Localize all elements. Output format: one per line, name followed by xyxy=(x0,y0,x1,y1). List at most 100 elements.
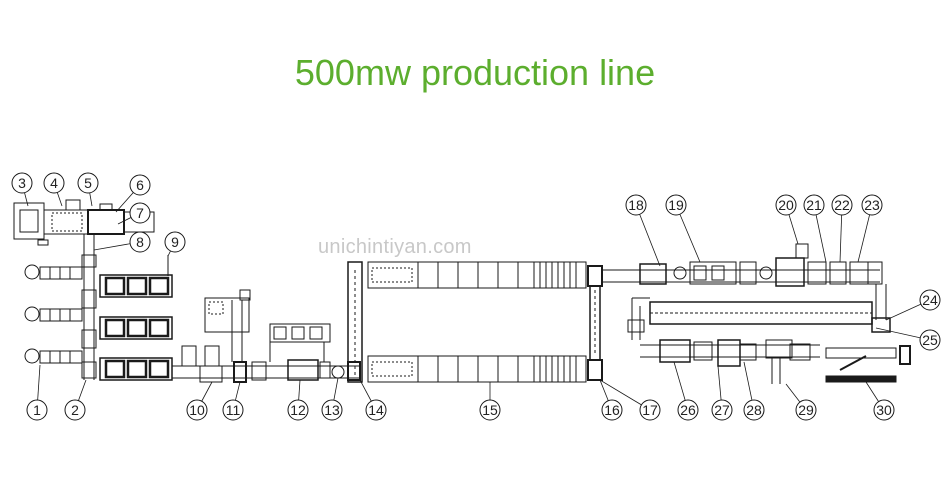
callout-circle xyxy=(601,399,623,421)
callout-11: 11 xyxy=(222,381,244,421)
callout-number: 28 xyxy=(746,402,762,418)
callout-20: 20 xyxy=(775,194,799,245)
callout-circle xyxy=(129,174,151,196)
callout-number: 2 xyxy=(71,402,79,418)
callout-circle xyxy=(129,231,151,253)
callout-number: 21 xyxy=(806,197,822,213)
callout-number: 16 xyxy=(604,402,620,418)
callout-29: 29 xyxy=(785,383,817,421)
callout-circle xyxy=(803,194,825,216)
callout-circle xyxy=(677,399,699,421)
upper-right-line xyxy=(602,243,891,333)
callout-number: 12 xyxy=(290,402,306,418)
callout-3: 3 xyxy=(11,172,33,207)
callout-circle xyxy=(77,172,99,194)
callout-circle xyxy=(873,399,895,421)
callout-number: 23 xyxy=(864,197,880,213)
callout-12: 12 xyxy=(287,379,309,421)
callout-number: 13 xyxy=(324,402,340,418)
callout-circle xyxy=(287,399,309,421)
vertical-transfer-left xyxy=(81,234,97,380)
loading-bays-1 xyxy=(24,264,83,364)
callout-9: 9 xyxy=(164,231,186,257)
callout-1: 1 xyxy=(26,364,48,421)
layup-stations-9 xyxy=(99,255,173,381)
callout-circle xyxy=(625,194,647,216)
callout-5: 5 xyxy=(77,172,99,207)
side-unit-12 xyxy=(269,323,331,362)
callout-circle xyxy=(164,231,186,253)
callout-10: 10 xyxy=(186,381,213,421)
callout-19: 19 xyxy=(665,194,701,263)
callout-22: 22 xyxy=(831,194,853,263)
callout-4: 4 xyxy=(43,172,65,207)
callout-number: 27 xyxy=(714,402,730,418)
callout-25: 25 xyxy=(875,327,941,351)
callout-number: 22 xyxy=(834,197,850,213)
callout-18: 18 xyxy=(625,194,661,267)
callout-number: 6 xyxy=(136,177,144,193)
callout-17: 17 xyxy=(599,379,661,421)
callout-number: 4 xyxy=(50,175,58,191)
callout-number: 19 xyxy=(668,197,684,213)
callout-circle xyxy=(743,399,765,421)
callout-circle xyxy=(129,202,151,224)
callout-circle xyxy=(479,399,501,421)
callout-14: 14 xyxy=(359,379,387,421)
callout-number: 18 xyxy=(628,197,644,213)
callout-number: 14 xyxy=(368,402,384,418)
callout-15: 15 xyxy=(479,382,501,421)
machinery-layout xyxy=(13,199,911,384)
callout-circle xyxy=(64,399,86,421)
callout-27: 27 xyxy=(711,365,733,421)
callout-number: 11 xyxy=(226,402,241,418)
cooling-conveyor xyxy=(627,297,873,340)
callout-circle xyxy=(639,399,661,421)
callout-circle xyxy=(26,399,48,421)
callout-circle xyxy=(831,194,853,216)
callout-6: 6 xyxy=(115,174,151,213)
main-conveyor-bottom xyxy=(172,345,361,383)
callout-number: 10 xyxy=(189,402,205,418)
callout-circle xyxy=(365,399,387,421)
lamination-loop xyxy=(347,261,603,383)
callout-circle xyxy=(711,399,733,421)
callout-number: 3 xyxy=(18,175,26,191)
callout-24: 24 xyxy=(885,289,941,321)
callout-number: 24 xyxy=(922,292,938,308)
page-title: 500mw production line xyxy=(294,52,656,93)
callout-23: 23 xyxy=(857,194,883,263)
callout-8: 8 xyxy=(93,231,151,253)
callout-number: 7 xyxy=(136,205,144,221)
lower-right-line xyxy=(640,339,911,384)
callout-circle xyxy=(321,399,343,421)
callout-circle xyxy=(43,172,65,194)
callout-7: 7 xyxy=(117,202,151,225)
callout-number: 25 xyxy=(922,332,938,348)
callout-circle xyxy=(11,172,33,194)
callout-number: 1 xyxy=(33,402,41,418)
callout-number: 29 xyxy=(798,402,814,418)
side-unit-11 xyxy=(204,289,251,362)
callout-circle xyxy=(919,329,941,351)
callout-circle xyxy=(795,399,817,421)
callout-number: 8 xyxy=(136,234,144,250)
watermark: unichintiyan.com xyxy=(318,236,472,258)
callout-26: 26 xyxy=(673,361,699,421)
callout-circle xyxy=(665,194,687,216)
leader-line xyxy=(635,204,661,267)
callout-circle xyxy=(222,399,244,421)
callout-2: 2 xyxy=(64,379,87,421)
callout-16: 16 xyxy=(599,379,623,421)
callout-circle xyxy=(919,289,941,311)
callout-30: 30 xyxy=(865,381,895,421)
callout-number: 17 xyxy=(642,402,658,418)
callout-number: 26 xyxy=(680,402,696,418)
callout-number: 5 xyxy=(84,175,92,191)
callout-21: 21 xyxy=(803,194,827,263)
callout-circle xyxy=(861,194,883,216)
callout-number: 20 xyxy=(778,197,794,213)
callout-number: 9 xyxy=(171,234,179,250)
